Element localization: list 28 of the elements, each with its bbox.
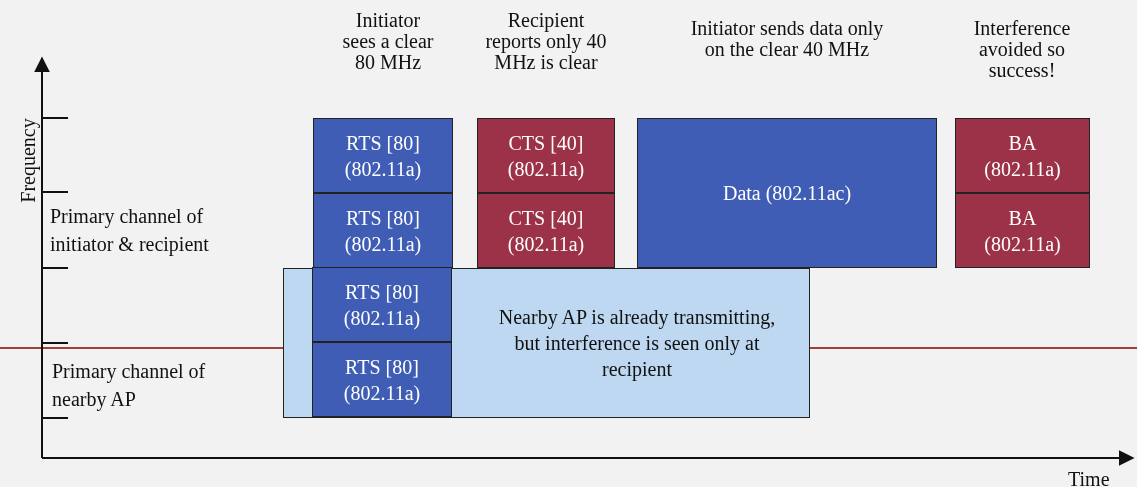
frame-label: RTS [80] (802.11a) [342, 354, 422, 406]
frame-box [637, 118, 937, 268]
axis-title: Time [1068, 467, 1111, 487]
channel-label: Primary channel of nearby AP [52, 359, 207, 413]
step-caption: Recipient reports only 40 MHz is clear [484, 10, 608, 73]
channel-label: Primary channel of initiator & recipient [50, 204, 210, 258]
frame-label: CTS [40] (802.11a) [506, 130, 586, 182]
frame-box [313, 193, 453, 268]
frame-label: BA (802.11a) [983, 205, 1062, 257]
frame-box [955, 193, 1090, 268]
frame-label: BA (802.11a) [983, 130, 1062, 182]
band-note: Nearby AP is already transmitting, but interference is seen only at recipient [497, 305, 777, 382]
step-caption: Initiator sends data only on the clear 40 MHz [689, 18, 885, 60]
frame-label: RTS [80] (802.11a) [343, 205, 423, 257]
frame-box [477, 193, 615, 268]
axis-title: Frequency [17, 117, 39, 205]
frame-label: Data (802.11ac) [722, 181, 852, 206]
frame-label: RTS [80] (802.11a) [342, 279, 422, 331]
frame-box [313, 118, 453, 193]
step-caption: Initiator sees a clear 80 MHz [341, 10, 435, 73]
frame-box [312, 342, 452, 417]
step-caption: Interference avoided so success! [972, 18, 1072, 81]
frame-box [312, 267, 452, 342]
frame-label: RTS [80] (802.11a) [343, 130, 423, 182]
interference-band [283, 268, 810, 418]
frame-box [477, 118, 615, 193]
frame-box [955, 118, 1090, 193]
frame-label: CTS [40] (802.11a) [506, 205, 586, 257]
